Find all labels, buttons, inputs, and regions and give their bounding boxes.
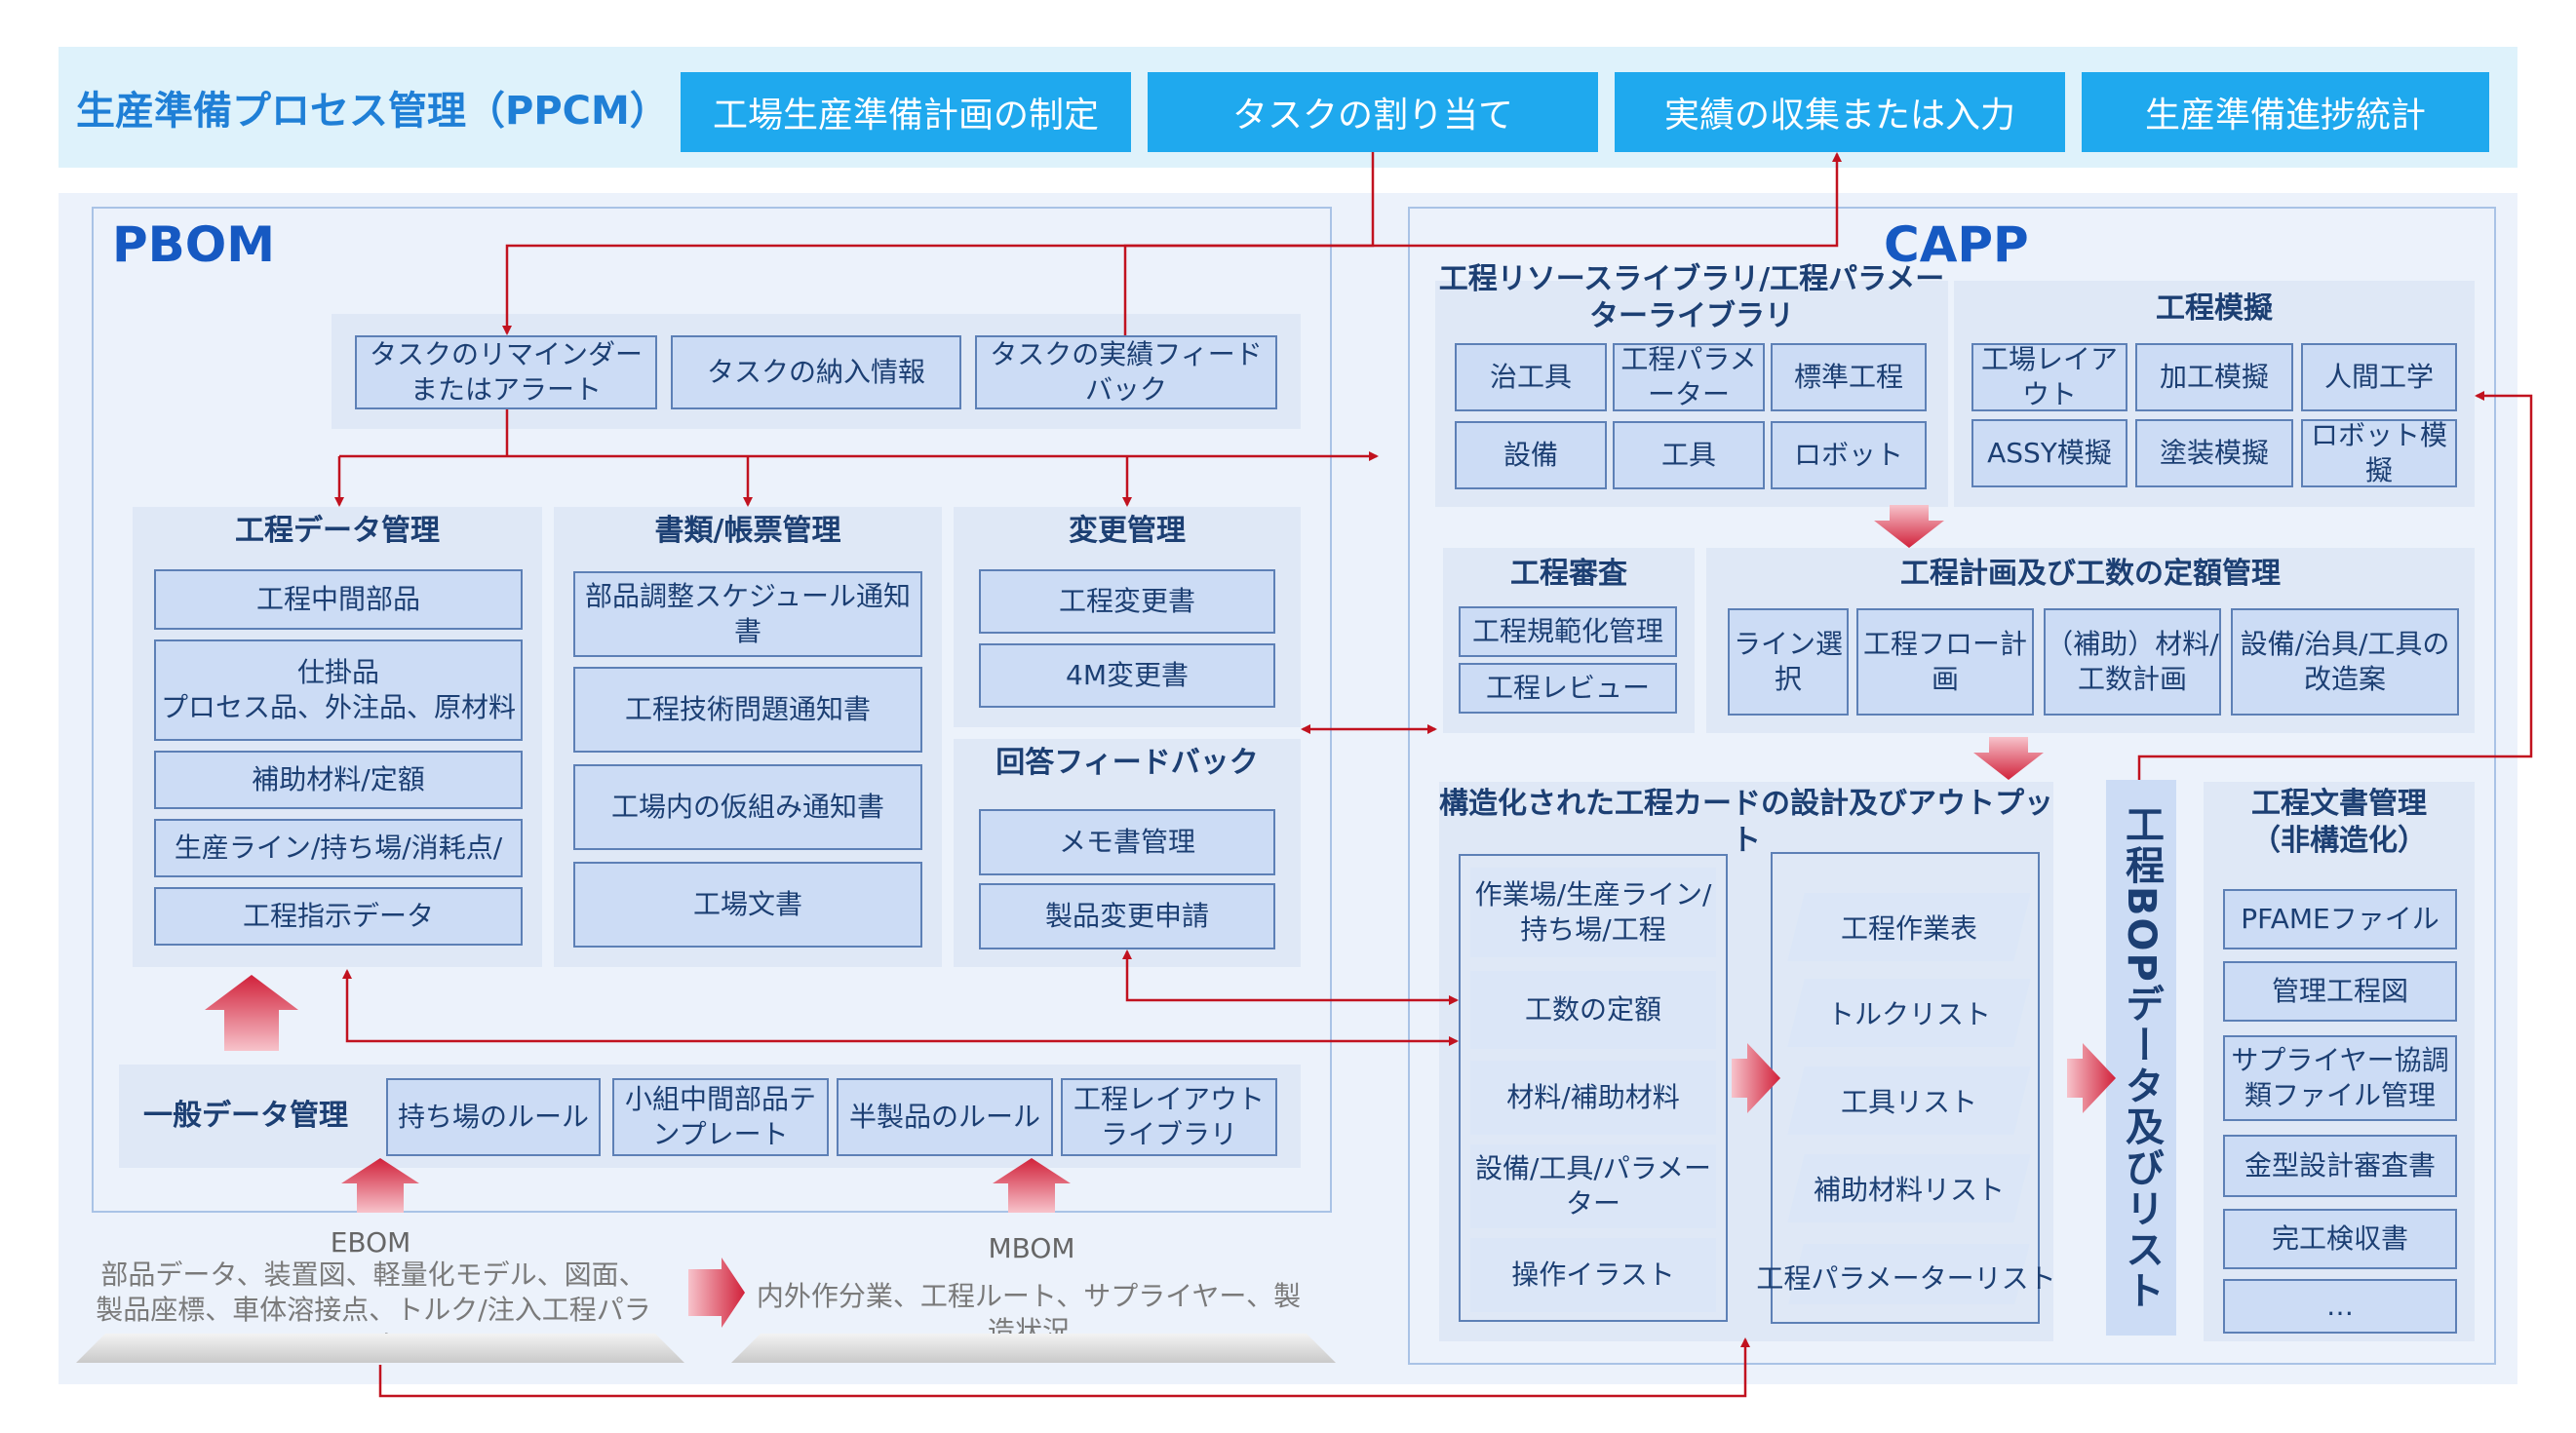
card-outputs-frame bbox=[1771, 852, 2040, 1324]
card-input: 作業場/生産ライン/持ち場/工程 bbox=[1470, 868, 1716, 957]
simulation-item: 人間工学 bbox=[2301, 343, 2457, 411]
library-title: 工程リソースライブラリ/工程パラメーターライブラリ bbox=[1438, 262, 1945, 333]
simulation-item: ASSY模擬 bbox=[1971, 419, 2127, 487]
library-item: 標準工程 bbox=[1771, 343, 1927, 411]
doc-mgmt-item: PFAMEファイル bbox=[2223, 889, 2457, 949]
planning-item: 工程フロー計画 bbox=[1856, 608, 2034, 716]
library-item: 設備 bbox=[1455, 421, 1607, 489]
general-item: 工程レイアウトライブラリ bbox=[1061, 1078, 1277, 1156]
documents-title: 書類/帳票管理 bbox=[654, 514, 841, 548]
feedback-title: 回答フィードバック bbox=[995, 746, 1259, 780]
planning-item: （補助）材料/工数計画 bbox=[2044, 608, 2221, 716]
right-arrow-bop bbox=[2067, 1043, 2116, 1113]
change-title: 変更管理 bbox=[1069, 514, 1186, 548]
ppcm-title: 生産準備プロセス管理（PPCM） bbox=[76, 89, 669, 134]
feedback-item: 製品変更申請 bbox=[979, 883, 1275, 949]
capp-title: CAPP bbox=[1884, 216, 2029, 273]
planning-title: 工程計画及び工数の定額管理 bbox=[1900, 557, 2281, 591]
card-output-label: 工程パラメーターリスト bbox=[1756, 1262, 2056, 1295]
documents-item: 工場内の仮組み通知書 bbox=[573, 764, 922, 850]
mbom-label: MBOM bbox=[988, 1232, 1075, 1264]
library-item: 工程パラメーター bbox=[1613, 343, 1765, 411]
documents-item: 工場文書 bbox=[573, 862, 922, 948]
task-reminder: タスクのリマインダーまたはアラート bbox=[355, 335, 657, 409]
general-item: 小組中間部品テンプレート bbox=[612, 1078, 829, 1156]
library-item: 工具 bbox=[1613, 421, 1765, 489]
planning-item: 設備/治具/工具の改造案 bbox=[2231, 608, 2459, 716]
ebom-base bbox=[76, 1334, 684, 1363]
simulation-item: 工場レイアウト bbox=[1971, 343, 2127, 411]
card-inputs-frame bbox=[1459, 854, 1728, 1322]
assign-to-reminder-arrow bbox=[502, 152, 1375, 335]
plan-button[interactable]: 工場生産準備計画の制定 bbox=[681, 72, 1131, 152]
card-title: 構造化された工程カードの設計及びアウトプット bbox=[1439, 787, 2053, 858]
documents-item: 工程技術問題通知書 bbox=[573, 667, 922, 753]
process-data-item: 工程中間部品 bbox=[154, 569, 523, 630]
up-arrow-ebom bbox=[341, 1158, 419, 1213]
card-input: 材料/補助材料 bbox=[1470, 1061, 1716, 1135]
ebom-to-capp-arrow bbox=[378, 1337, 1750, 1398]
feedback-card-link bbox=[1122, 949, 1459, 1005]
collect-results-button[interactable]: 実績の収集または入力 bbox=[1615, 72, 2065, 152]
planning-item: ライン選択 bbox=[1728, 608, 1849, 716]
bop-bar: 工程BOPデータ及びリスト bbox=[2106, 780, 2176, 1336]
simulation-title: 工程模擬 bbox=[2156, 291, 2273, 326]
doc-mgmt-item: 金型設計審査書 bbox=[2223, 1135, 2457, 1197]
doc-mgmt-item: 管理工程図 bbox=[2223, 961, 2457, 1022]
right-arrow-card bbox=[1732, 1043, 1780, 1113]
card-input: 設備/工具/パラメーター bbox=[1470, 1144, 1716, 1228]
doc-mgmt-item: … bbox=[2223, 1279, 2457, 1334]
process-data-item: 生産ライン/持ち場/消耗点/ bbox=[154, 819, 523, 877]
down-arrow-library bbox=[1874, 505, 1944, 548]
review-item: 工程規範化管理 bbox=[1459, 606, 1677, 657]
documents-item: 部品調整スケジュール通知書 bbox=[573, 571, 922, 657]
up-arrow-process-data bbox=[205, 975, 298, 1051]
review-item: 工程レビュー bbox=[1459, 663, 1677, 714]
doc-mgmt-item: 完工検収書 bbox=[2223, 1209, 2457, 1269]
bop-to-simulation-arrow bbox=[2137, 391, 2533, 780]
process-data-item: 仕掛品 プロセス品、外注品、原材料 bbox=[154, 639, 523, 741]
pbom-frame bbox=[92, 207, 1332, 1213]
card-input: 工数の定額 bbox=[1470, 971, 1716, 1049]
task-delivery: タスクの納入情報 bbox=[671, 335, 961, 409]
review-title: 工程審査 bbox=[1510, 557, 1627, 591]
process-data-item: 補助材料/定額 bbox=[154, 751, 523, 809]
general-title: 一般データ管理 bbox=[143, 1099, 348, 1133]
simulation-item: 塗装模擬 bbox=[2135, 419, 2293, 487]
card-input: 操作イラスト bbox=[1470, 1238, 1716, 1312]
process-data-title: 工程データ管理 bbox=[235, 514, 440, 548]
mbom-base bbox=[731, 1334, 1336, 1363]
progress-stats-button[interactable]: 生産準備進捗統計 bbox=[2082, 72, 2489, 152]
change-item: 工程変更書 bbox=[979, 569, 1275, 634]
change-item: 4M変更書 bbox=[979, 643, 1275, 708]
feedback-to-results-arrow bbox=[1123, 152, 1842, 335]
feedback-item: メモ書管理 bbox=[979, 809, 1275, 875]
simulation-item: ロボット模擬 bbox=[2301, 419, 2457, 487]
process-data-card-link bbox=[342, 969, 1459, 1046]
process-data-item: 工程指示データ bbox=[154, 887, 523, 946]
capp-frame bbox=[1408, 207, 2496, 1365]
general-item: 持ち場のルール bbox=[386, 1078, 601, 1156]
doc-mgmt-title: 工程文書管理 （非構造化） bbox=[2251, 787, 2427, 858]
assign-task-button[interactable]: タスクの割り当て bbox=[1148, 72, 1598, 152]
general-item: 半製品のルール bbox=[837, 1078, 1053, 1156]
simulation-item: 加工模擬 bbox=[2135, 343, 2293, 411]
ebom-label: EBOM bbox=[330, 1226, 411, 1259]
down-arrow-planning bbox=[1973, 737, 2044, 780]
task-feedback: タスクの実績フィードバック bbox=[975, 335, 1277, 409]
library-item: 治工具 bbox=[1455, 343, 1607, 411]
library-item: ロボット bbox=[1771, 421, 1927, 489]
doc-mgmt-item: サプライヤー協調類ファイル管理 bbox=[2223, 1035, 2457, 1121]
right-arrow-ebom-mbom bbox=[688, 1258, 745, 1328]
pbom-title: PBOM bbox=[112, 216, 276, 273]
up-arrow-mbom bbox=[993, 1158, 1071, 1213]
